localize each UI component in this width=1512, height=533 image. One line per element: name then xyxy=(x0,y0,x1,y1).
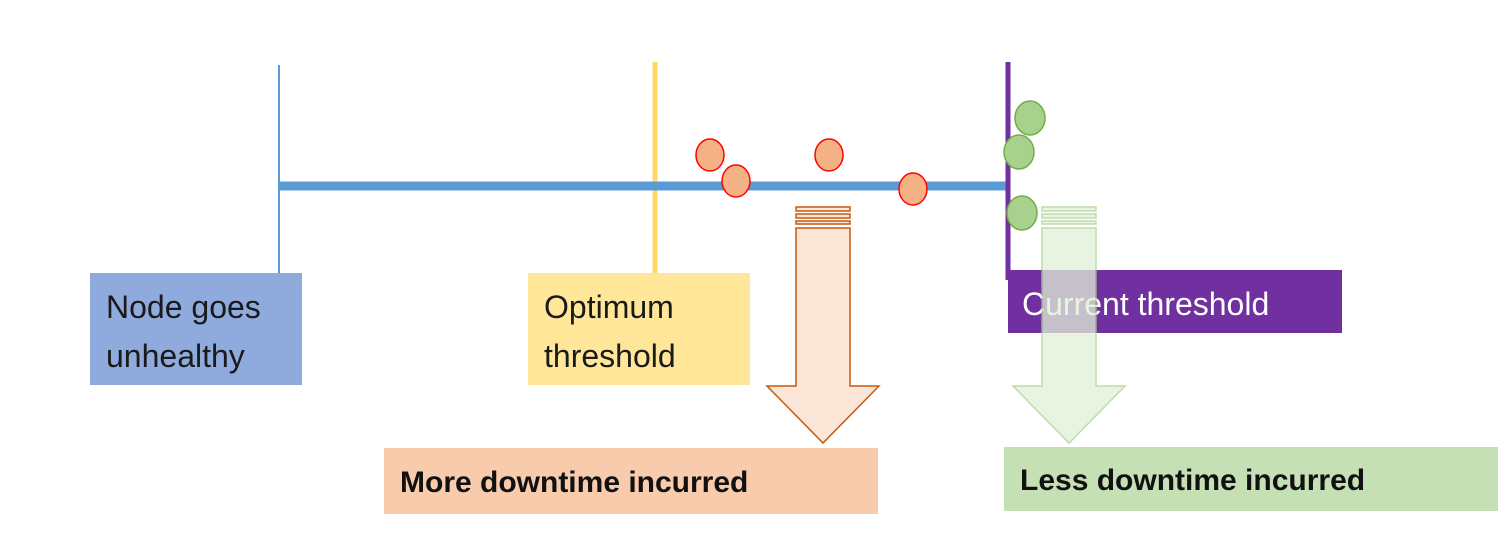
optimum-threshold-label-line1: Optimum xyxy=(544,289,674,325)
green-dot xyxy=(1006,195,1038,231)
green-dot xyxy=(1003,134,1035,170)
green-dot xyxy=(1014,100,1046,136)
down-arrow-icon xyxy=(1011,206,1127,445)
early-detection-dots xyxy=(695,138,928,206)
less-downtime-label: Less downtime incurred xyxy=(1020,464,1365,497)
red-dot xyxy=(898,172,928,206)
red-dot xyxy=(814,138,844,172)
optimum-threshold-label-line2: threshold xyxy=(544,338,676,374)
optimum-threshold-box xyxy=(528,273,750,385)
more-downtime-label: More downtime incurred xyxy=(400,466,748,499)
red-dot xyxy=(695,138,725,172)
node-unhealthy-label-line1: Node goes xyxy=(106,289,261,325)
more-downtime-box xyxy=(384,448,878,514)
less-downtime-box xyxy=(1004,447,1498,511)
node-unhealthy-box xyxy=(90,273,302,385)
node-unhealthy-label-line2: unhealthy xyxy=(106,338,245,374)
down-arrow-icon xyxy=(765,206,881,445)
red-dot xyxy=(721,164,751,198)
late-detection-dots xyxy=(1003,100,1046,231)
